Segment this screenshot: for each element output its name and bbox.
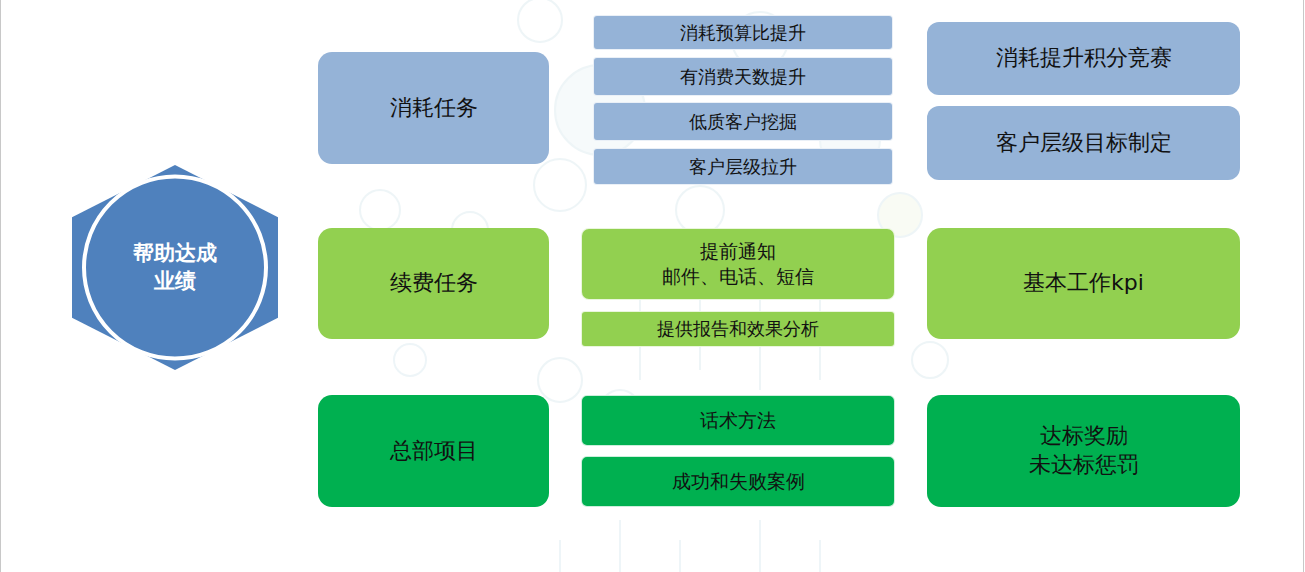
measure-box: 客户层级目标制定 xyxy=(927,106,1240,180)
method-box: 提供报告和效果分析 xyxy=(581,311,895,347)
node-label: 提前通知 邮件、电话、短信 xyxy=(590,239,886,288)
node-label: 成功和失败案例 xyxy=(590,469,886,494)
method-box: 消耗预算比提升 xyxy=(593,15,893,50)
node-label: 提供报告和效果分析 xyxy=(590,317,886,340)
goal-hexagon: 帮助达成 业绩 xyxy=(72,165,278,370)
measure-box: 基本工作kpi xyxy=(927,228,1240,339)
node-label: 客户层级目标制定 xyxy=(935,129,1232,158)
node-label: 消耗预算比提升 xyxy=(602,21,884,44)
method-box: 话术方法 xyxy=(581,395,895,446)
task-box: 续费任务 xyxy=(318,228,549,339)
inner-ring xyxy=(84,177,266,359)
node-label: 客户层级拉升 xyxy=(602,155,884,178)
method-box: 客户层级拉升 xyxy=(593,148,893,185)
node-label: 有消费天数提升 xyxy=(602,65,884,88)
node-label: 消耗任务 xyxy=(326,94,541,123)
task-box: 消耗任务 xyxy=(318,52,549,164)
node-label: 话术方法 xyxy=(590,408,886,433)
measure-box: 消耗提升积分竞赛 xyxy=(927,22,1240,95)
node-label: 基本工作kpi xyxy=(935,269,1232,298)
node-label: 续费任务 xyxy=(326,269,541,298)
hexagon-shape xyxy=(72,165,278,370)
node-label: 帮助达成 业绩 xyxy=(124,240,226,295)
node-label: 消耗提升积分竞赛 xyxy=(935,44,1232,73)
method-box: 低质客户挖掘 xyxy=(593,102,893,141)
hexagon-fill xyxy=(72,165,278,370)
method-box: 提前通知 邮件、电话、短信 xyxy=(581,228,895,300)
node-label: 达标奖励 未达标惩罚 xyxy=(935,422,1232,479)
measure-box: 达标奖励 未达标惩罚 xyxy=(927,395,1240,507)
method-box: 成功和失败案例 xyxy=(581,456,895,507)
method-box: 有消费天数提升 xyxy=(593,57,893,96)
node-label: 总部项目 xyxy=(326,437,541,466)
task-box: 总部项目 xyxy=(318,395,549,507)
node-label: 低质客户挖掘 xyxy=(602,110,884,133)
